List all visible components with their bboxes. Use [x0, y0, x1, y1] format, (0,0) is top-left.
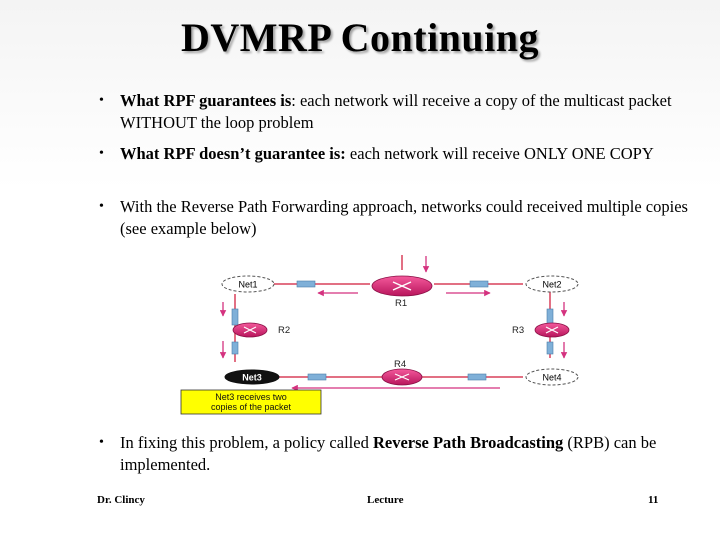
router-r1: [371, 275, 433, 297]
callout-box: Net3 receives two copies of the packet: [180, 389, 322, 415]
router-r4: [381, 368, 423, 386]
r2-label: R2: [278, 325, 290, 336]
bullet-4-post: (RPB) can be implemented.: [120, 433, 657, 474]
bullet-1-text: : each network will receive a copy of th…: [120, 91, 672, 132]
bullet-3-text: With the Reverse Path Forwarding approac…: [120, 197, 688, 238]
bullet-4: • In fixing this problem, a policy calle…: [99, 432, 692, 476]
net3-label: Net3: [242, 373, 262, 383]
net2-label: Net2: [542, 280, 561, 290]
net1-label: Net1: [238, 280, 257, 290]
bullet-2: • What RPF doesn’t guarantee is: each ne…: [99, 143, 692, 165]
footer-center: Lecture: [367, 494, 404, 506]
bullet-marker: •: [99, 199, 104, 214]
interfaces: [231, 280, 554, 381]
router-r3: [534, 322, 570, 338]
bullet-1-bold: What RPF guarantees is: [120, 91, 292, 110]
r3-label: R3: [512, 325, 524, 336]
bullet-1: • What RPF guarantees is: each network w…: [99, 90, 692, 134]
bullet-4-bold: Reverse Path Broadcasting: [372, 433, 564, 452]
router-r2: [232, 322, 268, 338]
footer-page-number: 11: [648, 494, 659, 506]
bullet-marker: •: [99, 93, 104, 108]
bullet-marker: •: [99, 435, 104, 450]
r4-label: R4: [394, 359, 406, 370]
net4-label: Net4: [542, 373, 561, 383]
rpf-network-diagram: Net1 Net2 Net3 Net4 R1 R2 R3 R4: [180, 250, 582, 416]
callout-line-2: copies of the packet: [211, 402, 292, 412]
footer-author: Dr. Clincy: [97, 494, 145, 506]
bullet-3: • With the Reverse Path Forwarding appro…: [99, 196, 692, 240]
network-nodes: Net1 Net2 Net3 Net4: [221, 275, 579, 386]
packet-arrows: [219, 256, 568, 392]
callout-line-1: Net3 receives two: [215, 392, 287, 402]
slide-title: DVMRP Continuing: [180, 15, 540, 60]
bullet-marker: •: [99, 146, 104, 161]
bullet-4-pre: In fixing this problem, a policy called: [120, 433, 373, 452]
r1-label: R1: [395, 298, 407, 309]
bullet-2-text: each network will receive ONLY ONE COPY: [345, 144, 654, 163]
bullet-2-bold: What RPF doesn’t guarantee is:: [120, 144, 346, 163]
